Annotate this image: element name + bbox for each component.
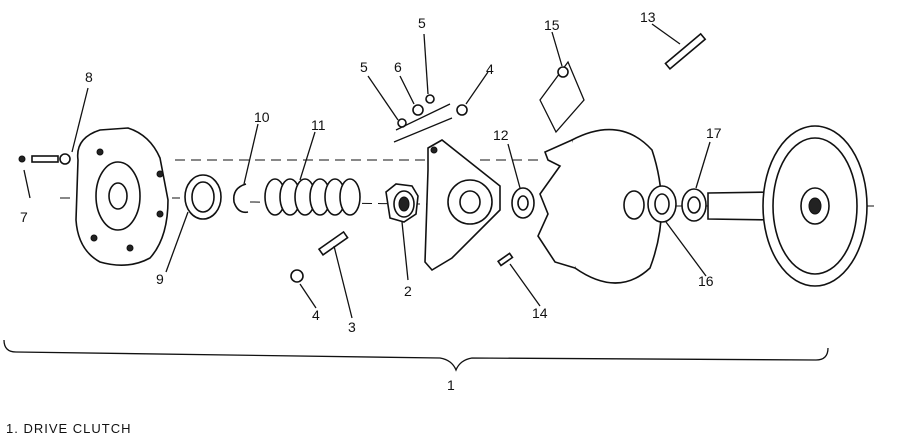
callout-13: 13 [640,9,656,25]
callout-5-top: 5 [418,15,426,31]
assembly-bracket [3,339,829,372]
callout-8: 8 [85,69,93,85]
part-13-shaft-pin [664,32,707,70]
bottom-caption: 1. DRIVE CLUTCH [6,421,132,436]
callout-17: 17 [706,125,722,141]
callout-16: 16 [698,273,714,289]
callout-1: 1 [447,377,455,393]
part-10-snap-ring [232,183,249,214]
callout-11: 11 [311,117,326,133]
callout-9: 9 [156,271,164,287]
callout-12: 12 [493,127,509,143]
part-8-washer [59,153,71,165]
part-14-pin [497,252,514,267]
moveable-sheave [537,128,663,284]
part-12-washer [511,187,535,219]
cover-plate [75,127,169,266]
part-7-bolt [18,155,59,163]
fixed-sheave [707,125,868,287]
part-17-washer [681,188,707,222]
callout-2: 2 [404,283,412,299]
part-16-bushing [647,185,677,223]
callout-6: 6 [394,59,402,75]
part-9-ring [184,174,222,220]
part-4-roller [290,269,304,283]
part-11-spring [264,178,361,216]
leader-lines [23,23,711,319]
callout-4-upper: 4 [486,61,494,77]
callout-5-left: 5 [360,59,368,75]
callout-7: 7 [20,209,28,225]
callout-10: 10 [254,109,270,125]
callout-15: 15 [544,17,560,33]
part-15-tag [539,60,585,134]
callout-4-lower: 4 [312,307,320,323]
part-3-pin [317,230,349,256]
part-5-6-hardware [393,94,468,143]
spider-arm-assembly [424,139,501,272]
part-2-hub-nut [385,183,419,223]
callout-14: 14 [532,305,548,321]
callout-3: 3 [348,319,356,335]
